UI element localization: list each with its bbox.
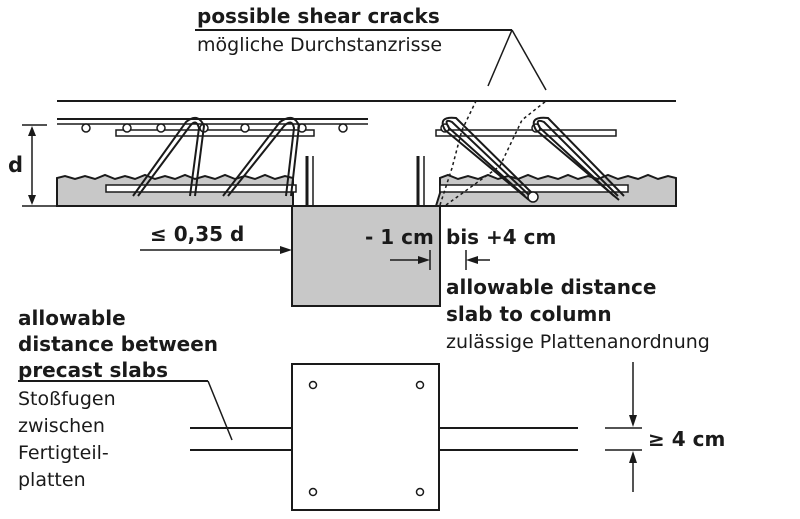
shear-leader-2 bbox=[511, 29, 547, 91]
depth-dimension bbox=[22, 124, 57, 207]
lattice-bottom-chord-right bbox=[439, 184, 629, 193]
column-plan bbox=[291, 363, 440, 511]
between-label-en-3: precast slabs bbox=[18, 358, 168, 382]
bolt-hole-top-left bbox=[308, 380, 318, 390]
top-reinforcement-left bbox=[57, 118, 368, 137]
shear-leader-1 bbox=[487, 29, 513, 87]
column-section bbox=[291, 205, 441, 307]
max-support-label: ≤ 0,35 d bbox=[150, 222, 244, 246]
between-label-en-1: allowable bbox=[18, 306, 126, 330]
slab-column-label-en-1: allowable distance bbox=[446, 275, 656, 299]
depth-label: d bbox=[8, 153, 23, 177]
support-length-dimension bbox=[140, 232, 293, 262]
shear-links-left bbox=[132, 116, 301, 197]
shear-crack-inner bbox=[439, 100, 477, 206]
between-label-de-3: Fertigteil- bbox=[18, 442, 109, 464]
between-label-en-2: distance between bbox=[18, 332, 218, 356]
bolt-hole-bottom-left bbox=[308, 487, 318, 497]
lattice-bottom-chord-left bbox=[105, 184, 297, 193]
plan-view bbox=[18, 362, 642, 511]
between-leader bbox=[207, 380, 233, 441]
bolt-hole-top-right bbox=[415, 380, 425, 390]
shear-crack-outer bbox=[445, 100, 547, 206]
shear-cracks-label-de: mögliche Durchstanzrisse bbox=[197, 34, 442, 56]
tolerance-dimension bbox=[390, 250, 490, 270]
section-view bbox=[22, 29, 677, 307]
slab-column-label-en-2: slab to column bbox=[446, 302, 612, 326]
tolerance-plus-label: bis +4 cm bbox=[446, 225, 556, 249]
joint-gap-label: ≥ 4 cm bbox=[648, 427, 725, 451]
between-label-de-1: Stoßfugen bbox=[18, 388, 116, 410]
slab-column-label-de: zulässige Plattenanordnung bbox=[446, 331, 710, 353]
tolerance-minus-label: - 1 cm bbox=[365, 225, 434, 249]
shear-links-right bbox=[441, 116, 625, 203]
between-label-de-2: zwischen bbox=[18, 415, 105, 437]
bolt-hole-bottom-right bbox=[415, 487, 425, 497]
between-label-de-4: platten bbox=[18, 469, 86, 491]
joint-gap-dimension bbox=[605, 362, 642, 492]
shear-cracks-label-en: possible shear cracks bbox=[197, 4, 440, 28]
